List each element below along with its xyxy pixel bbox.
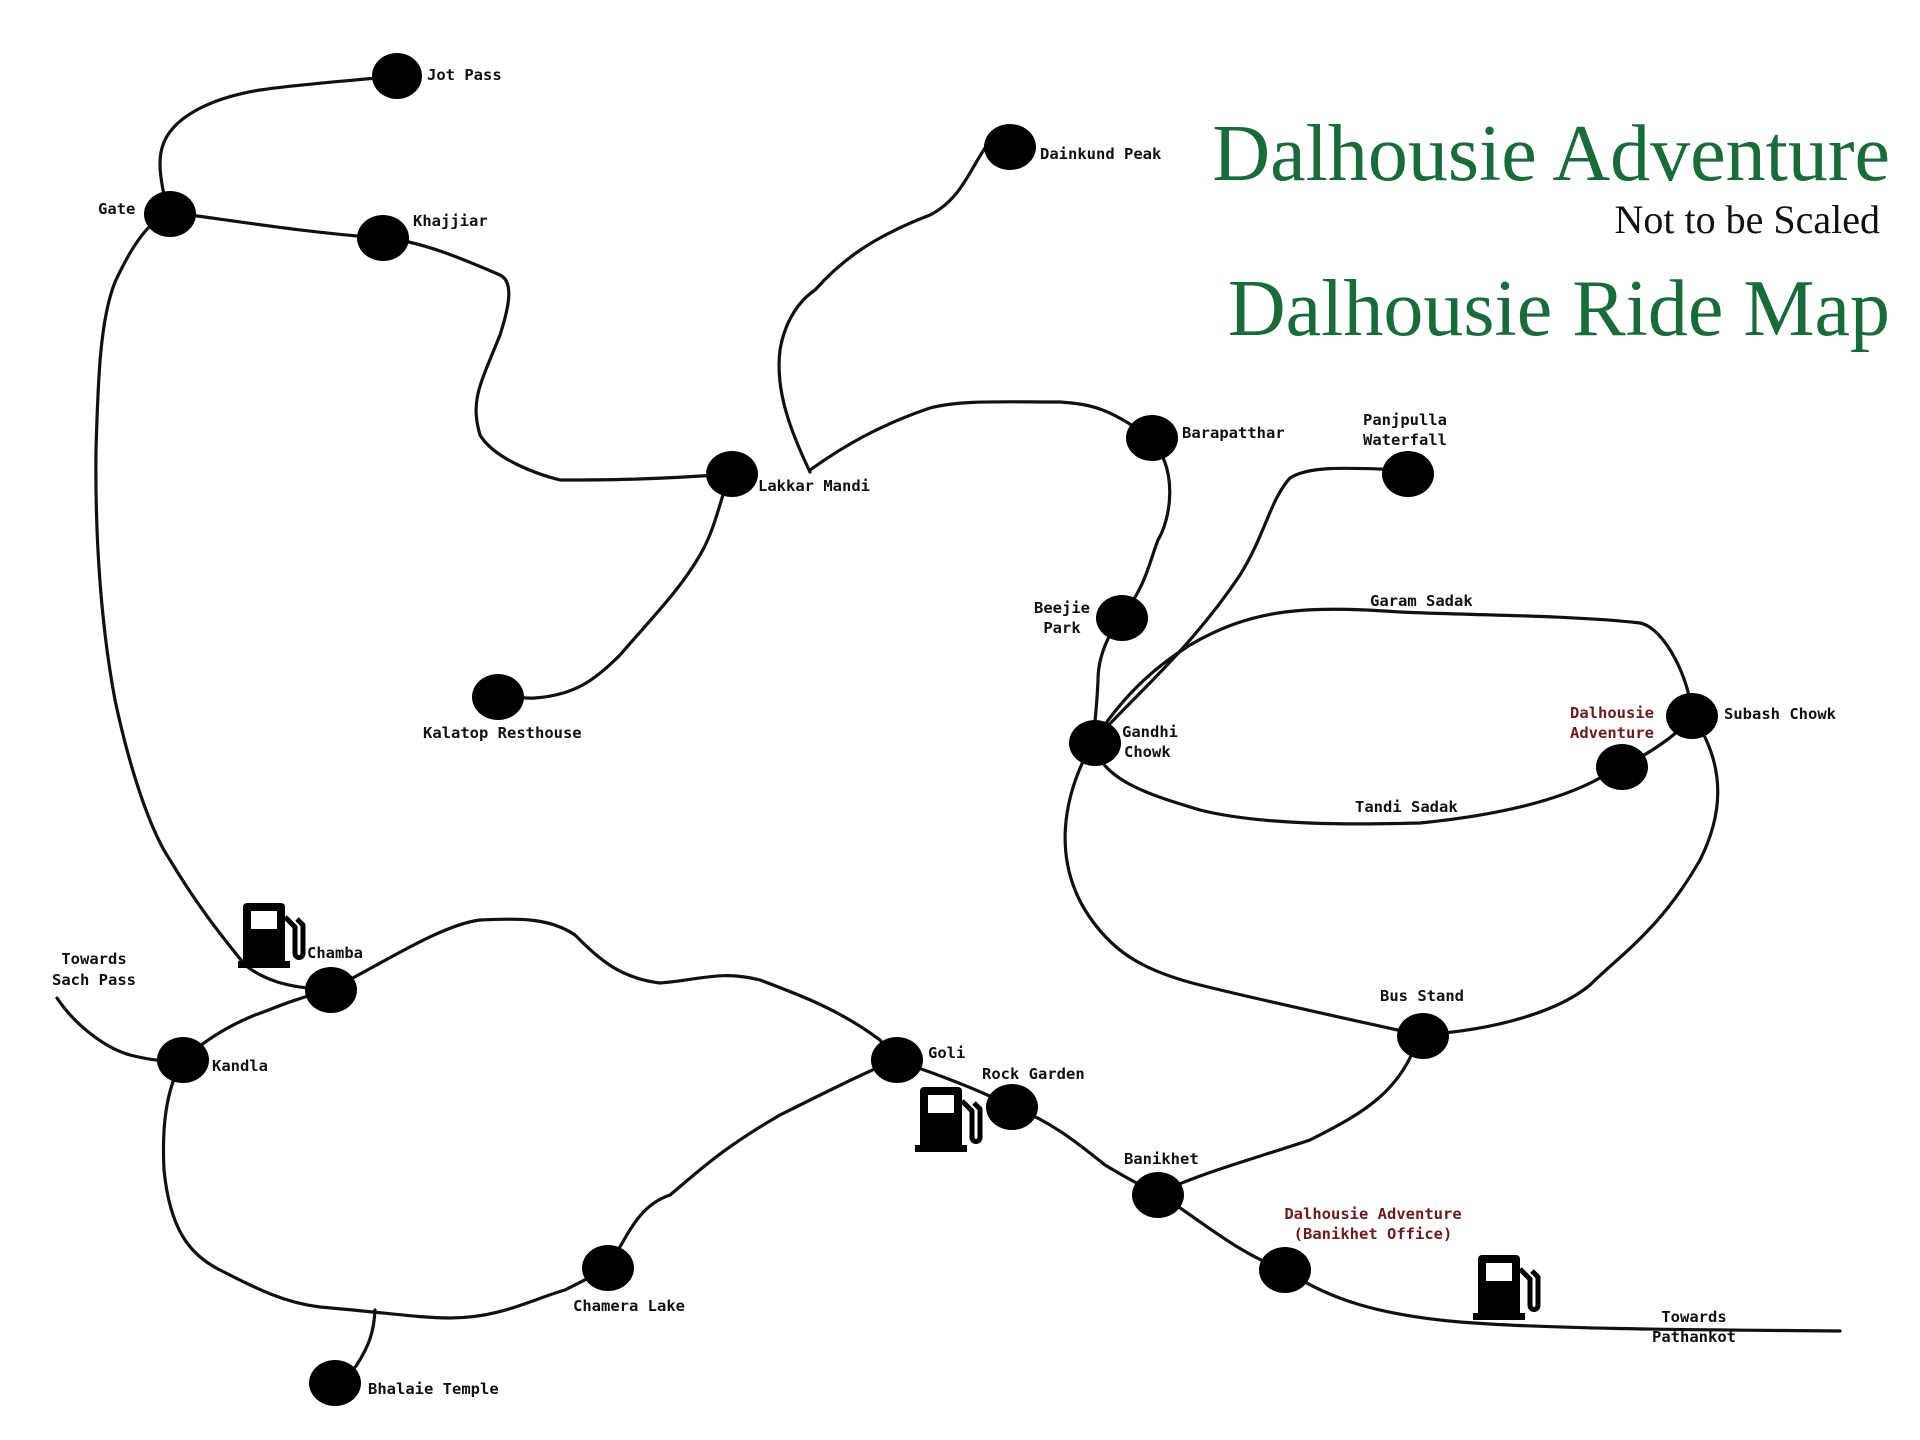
label-panjpulla-line1: Panjpulla	[1363, 411, 1447, 429]
node-gate[interactable]	[144, 191, 196, 237]
node-bus-stand[interactable]	[1397, 1013, 1449, 1059]
label-chamba: Chamba	[307, 944, 363, 962]
road-gate-khajjiar	[166, 210, 384, 240]
label-khajjiar: Khajjiar	[413, 212, 488, 230]
label-towards-pathankot-line2: Pathankot	[1652, 1328, 1736, 1346]
road-bhalaie-temple	[338, 1308, 377, 1387]
label-lakkar-mandi: Lakkar Mandi	[758, 477, 870, 495]
node-kalatop[interactable]	[472, 674, 524, 720]
road-lakkar-mandi-kalatop	[496, 472, 732, 700]
fuel-pump-icon	[915, 1087, 983, 1152]
fuel-pump-icon	[1473, 1255, 1541, 1320]
road-chamba-kandla	[181, 988, 332, 1062]
label-gandhi-line1: Gandhi	[1122, 723, 1178, 741]
label-dalhousie-adventure-line1: Dalhousie	[1570, 704, 1654, 722]
road-goli-banikhet	[893, 1058, 1160, 1195]
node-kandla[interactable]	[157, 1037, 209, 1083]
road-lakkar-mandi-dainkund	[777, 146, 987, 474]
label-bus-stand: Bus Stand	[1380, 987, 1464, 1005]
node-banikhet[interactable]	[1132, 1172, 1184, 1218]
label-banikhet-office-line2: (Banikhet Office)	[1294, 1225, 1453, 1243]
label-gate: Gate	[98, 200, 135, 218]
label-beejie-line2: Park	[1043, 619, 1081, 637]
label-banikhet: Banikhet	[1124, 1150, 1199, 1168]
node-chamera-lake[interactable]	[582, 1245, 634, 1291]
label-towards-sach-line1: Towards	[61, 950, 126, 968]
node-dalhousie-adventure[interactable]	[1596, 744, 1648, 790]
label-towards-sach-line2: Sach Pass	[52, 971, 136, 989]
label-rock-garden: Rock Garden	[982, 1065, 1085, 1083]
node-rock-garden[interactable]	[986, 1084, 1038, 1130]
road-banikhet-pathankot	[1156, 1191, 1842, 1333]
node-jot-pass[interactable]	[372, 53, 422, 99]
road-garam-sadak	[1091, 607, 1694, 744]
road-gandhi-panjpulla	[1091, 466, 1410, 744]
label-chamera-lake: Chamera Lake	[573, 1297, 685, 1315]
road-khajjiar-lakkar-mandi	[380, 236, 732, 482]
map-title: Dalhousie Adventure	[1212, 110, 1890, 198]
label-tandi-sadak: Tandi Sadak	[1355, 798, 1458, 816]
node-barapatthar[interactable]	[1126, 415, 1178, 461]
scale-note: Not to be Scaled	[1615, 197, 1881, 242]
label-banikhet-office-line1: Dalhousie Adventure	[1284, 1205, 1461, 1223]
label-kandla: Kandla	[212, 1057, 268, 1075]
label-gandhi-line2: Chowk	[1124, 743, 1171, 761]
node-goli[interactable]	[871, 1037, 923, 1083]
label-jot-pass: Jot Pass	[427, 66, 502, 84]
road-goli-chamera-lake	[606, 1058, 897, 1270]
label-panjpulla-line2: Waterfall	[1363, 431, 1447, 449]
label-goli: Goli	[928, 1044, 965, 1062]
road-subash-bus-stand	[1418, 713, 1720, 1037]
node-beejie-park[interactable]	[1096, 595, 1148, 641]
road-network	[55, 74, 1842, 1387]
place-labels: Jot Pass Gate Khajjiar Dainkund Peak Lak…	[52, 66, 1837, 1398]
road-bus-stand-banikhet	[1156, 1033, 1422, 1195]
road-gandhi-bus-stand	[1063, 740, 1422, 1037]
node-gandhi-chowk[interactable]	[1069, 720, 1121, 766]
road-chamba-goli	[328, 917, 897, 1062]
label-beejie-line1: Beejie	[1034, 599, 1090, 617]
places	[144, 53, 1718, 1406]
label-bhalaie-temple: Bhalaie Temple	[368, 1380, 499, 1398]
label-barapatthar: Barapatthar	[1182, 424, 1285, 442]
node-panjpulla[interactable]	[1382, 451, 1434, 497]
label-kalatop: Kalatop Resthouse	[423, 724, 582, 742]
node-subash-chowk[interactable]	[1666, 693, 1718, 739]
fuel-pump-icon	[238, 903, 306, 968]
label-towards-pathankot-line1: Towards	[1661, 1308, 1726, 1326]
label-garam-sadak: Garam Sadak	[1370, 592, 1473, 610]
node-dainkund-peak[interactable]	[984, 124, 1036, 170]
label-dalhousie-adventure-line2: Adventure	[1570, 724, 1654, 742]
map-subtitle: Dalhousie Ride Map	[1228, 265, 1890, 353]
label-dainkund-peak: Dainkund Peak	[1040, 145, 1162, 163]
node-lakkar-mandi[interactable]	[706, 451, 758, 497]
road-gate-jot-pass	[158, 74, 399, 214]
road-barapatthar-beejie	[1118, 436, 1172, 620]
node-bhalaie-temple[interactable]	[309, 1360, 361, 1406]
node-banikhet-office[interactable]	[1259, 1247, 1311, 1293]
road-gate-chamba	[94, 210, 332, 992]
node-khajjiar[interactable]	[357, 215, 409, 261]
road-kandla-chamera-lake	[161, 1058, 610, 1320]
road-lakkar-mandi-barapatthar	[808, 400, 1152, 472]
node-chamba[interactable]	[305, 967, 357, 1013]
label-subash-chowk: Subash Chowk	[1724, 705, 1837, 723]
